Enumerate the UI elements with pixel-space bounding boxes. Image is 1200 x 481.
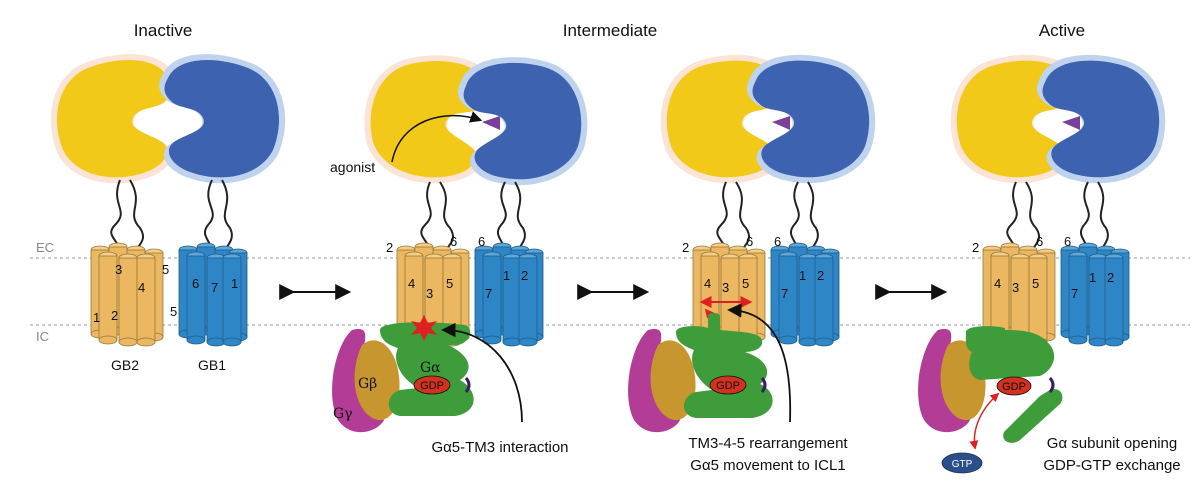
ic-label: IC <box>36 329 49 344</box>
linker-gb2 <box>1006 181 1041 253</box>
linker-gb1 <box>203 179 233 253</box>
tm-label-4: 4 <box>704 276 711 291</box>
tm-label-2-gb1: 2 <box>521 268 528 283</box>
tm-label-2: 2 <box>972 240 979 255</box>
tm-label-4: 4 <box>138 280 145 295</box>
gb1-vft-lobe <box>454 49 594 192</box>
tm-label-5b: 5 <box>170 304 177 319</box>
tm-label-2: 2 <box>386 240 393 255</box>
ec-label: EC <box>36 240 54 255</box>
tm-label-2: 2 <box>682 240 689 255</box>
agonist-ligand <box>1062 116 1080 130</box>
gb2-label: GB2 <box>111 357 139 373</box>
tm-label-3: 3 <box>722 280 729 295</box>
tm-label-6: 6 <box>1036 234 1043 249</box>
g-beta-label: Gβ <box>358 376 377 392</box>
g-alpha-subunit <box>380 322 474 416</box>
tm-label-1: 1 <box>1089 270 1096 285</box>
tm-label-2: 2 <box>111 308 118 323</box>
stage-title-intermediate: Intermediate <box>563 21 658 40</box>
gdp-label: GDP <box>1002 381 1026 393</box>
gdp-gtp-exchange-arrow <box>969 392 1000 450</box>
tm-label-1-gb1: 1 <box>231 276 238 291</box>
linker-gb2 <box>420 181 455 253</box>
gtp-molecule <box>941 452 983 474</box>
gdp-label: GDP <box>716 380 740 392</box>
gb1-label: GB1 <box>198 357 226 373</box>
tm-label-6-gb1: 6 <box>478 234 485 249</box>
tm-label-2-gb1: 2 <box>817 268 824 283</box>
rearrangement-pointer-arrow <box>727 303 792 423</box>
gdp-molecule <box>996 376 1032 396</box>
stage-title-inactive: Inactive <box>134 21 193 40</box>
caption-opening-line2: GDP-GTP exchange <box>1043 457 1180 474</box>
tm-label-7: 7 <box>1071 286 1078 301</box>
gdp-molecule <box>709 375 747 395</box>
tm-label-6-gb1: 6 <box>774 234 781 249</box>
tm-label-3: 3 <box>1012 280 1019 295</box>
tm-label-7: 7 <box>781 286 788 301</box>
g-alpha-label: Gα <box>420 360 441 376</box>
tm-label-5: 5 <box>162 262 169 277</box>
g-gamma-label: Gγ <box>333 406 353 422</box>
linker-gb1 <box>1079 181 1109 253</box>
caption-rearrangement-line1: TM3-4-5 rearrangement <box>688 435 848 452</box>
gb1-vft-lobe <box>744 49 880 188</box>
caption-opening-line1: Gα subunit opening <box>1047 435 1177 452</box>
tm-label-1: 1 <box>799 268 806 283</box>
panel-inactive: 3 4 5 5 1 2 6 7 1 GB2 GB1 <box>50 54 286 373</box>
tm-label-4: 4 <box>994 276 1001 291</box>
tm-label-3: 3 <box>426 286 433 301</box>
g-alpha-subunit-ras-domain <box>1003 389 1063 443</box>
gdp-pocket-mark <box>464 377 471 393</box>
gb1-vft-lobe <box>1034 49 1170 188</box>
gb2-vft-lobe <box>50 54 177 184</box>
tm-label-6: 6 <box>450 234 457 249</box>
gdp-label: GDP <box>420 380 444 392</box>
tm-label-7: 7 <box>485 286 492 301</box>
g-beta-subunit <box>354 340 400 421</box>
g-alpha-subunit <box>676 313 773 418</box>
caption-ga5-tm3: Gα5-TM3 interaction <box>431 439 568 456</box>
linker-gb2 <box>110 179 145 253</box>
tm-label-6-gb1: 6 <box>1064 234 1071 249</box>
gdp-pocket-mark <box>760 377 767 393</box>
stage-title-active: Active <box>1039 21 1085 40</box>
agonist-ligand <box>482 116 500 130</box>
tm-label-6: 6 <box>192 276 199 291</box>
linker-gb2 <box>716 181 751 253</box>
agonist-arrow <box>391 111 483 163</box>
interaction-star <box>411 315 437 341</box>
tm-label-7: 7 <box>211 280 218 295</box>
caption-rearrangement-line2: Gα5 movement to ICL1 <box>690 457 845 474</box>
tm-label-3: 3 <box>115 262 122 277</box>
tm-label-5: 5 <box>742 276 749 291</box>
gtp-label: GTP <box>952 459 973 470</box>
agonist-label: agonist <box>330 159 375 175</box>
g-beta-subunit <box>650 340 696 421</box>
tm-label-4: 4 <box>408 276 415 291</box>
gb1-vft-lobe <box>159 54 286 184</box>
g-alpha-subunit-helical <box>965 326 1055 380</box>
gdp-pocket-mark <box>1048 377 1055 393</box>
tm-label-6: 6 <box>746 234 753 249</box>
gdp-molecule <box>413 375 451 395</box>
linker-gb1 <box>789 181 819 253</box>
linker-gb1 <box>496 181 526 253</box>
panel-active: 2 6 4 3 5 6 7 1 2 GDP GTP Gα subunit ope… <box>918 49 1181 474</box>
panel-intermediate-1: agonist 2 6 4 3 5 6 7 1 2 <box>330 45 594 456</box>
tm-label-2-gb1: 2 <box>1107 270 1114 285</box>
tm-label-5: 5 <box>1032 276 1039 291</box>
interaction-arrow <box>441 322 523 423</box>
tm-label-1: 1 <box>93 310 100 325</box>
agonist-ligand <box>772 116 790 130</box>
tm-label-5: 5 <box>446 276 453 291</box>
panel-intermediate-2: 2 6 4 3 5 6 7 1 2 GDP TM3-4-5 rearrangem… <box>628 49 880 474</box>
gb2-transmembrane <box>90 242 164 347</box>
tm-label-1: 1 <box>503 268 510 283</box>
